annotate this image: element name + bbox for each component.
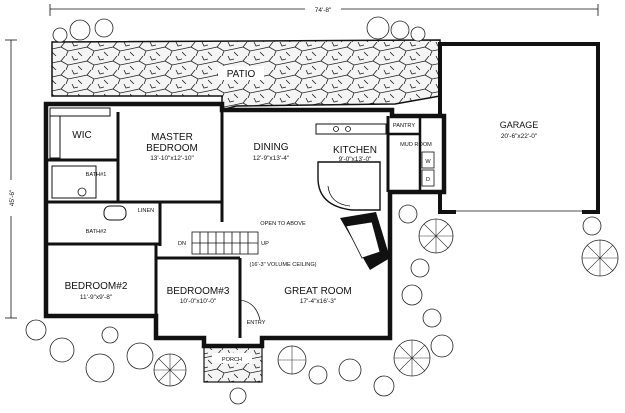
washer-label: W — [425, 159, 431, 165]
bedroom2-size: 11'-9"x9'-8" — [80, 294, 113, 301]
bedroom3-label: BEDROOM#3 — [167, 286, 230, 297]
depth-label: 45'-6" — [9, 189, 16, 206]
patio-label: PATIO — [227, 69, 256, 80]
mudroom-label: MUD ROOM — [400, 142, 432, 148]
garage-size: 20'-6"x22'-0" — [501, 133, 538, 140]
dryer-label: D — [426, 177, 430, 183]
stair-up-label: UP — [261, 241, 269, 247]
garage-label: GARAGE — [500, 120, 539, 130]
depth-dimension: 45'-6" — [4, 39, 17, 319]
great-room-label: GREAT ROOM — [284, 286, 351, 297]
house-walls — [43, 101, 447, 349]
porch-stonework — [203, 345, 263, 383]
volume-ceiling-label: (16'-3" VOLUME CEILING) — [249, 262, 316, 268]
kitchen-label: KITCHEN — [333, 145, 377, 156]
kitchen-size: 9'-0"x13'-0" — [339, 156, 372, 163]
bath2-label: BATH#2 — [86, 229, 107, 235]
dining-size: 12'-9"x13'-4" — [253, 155, 290, 162]
garage: GARAGE 20'-6"x22'-0" — [438, 42, 600, 214]
open-above-label: OPEN TO ABOVE — [260, 221, 306, 227]
width-label: 74'-8" — [315, 7, 332, 14]
great-room-size: 17'-4"x16'-3" — [300, 298, 337, 305]
master-label-2: BEDROOM — [146, 143, 198, 154]
wic-label: WIC — [72, 130, 91, 141]
dining-label: DINING — [254, 142, 289, 153]
shrub-texture — [154, 219, 618, 386]
stair-down-label: DN — [178, 241, 186, 247]
width-dimension: 74'-8" — [49, 2, 599, 16]
bedroom3-size: 10'-0"x10'-0" — [180, 298, 217, 305]
master-size: 13'-10"x12'-10" — [150, 155, 194, 162]
linen-label: LINEN — [138, 208, 154, 214]
porch-label: PORCH — [222, 357, 242, 363]
pantry-label: PANTRY — [393, 123, 415, 129]
bedroom2-label: BEDROOM#2 — [65, 281, 128, 292]
entry-label: ENTRY — [247, 320, 266, 326]
bath1-label: BATH#1 — [86, 172, 107, 178]
master-label-1: MASTER — [151, 132, 193, 143]
